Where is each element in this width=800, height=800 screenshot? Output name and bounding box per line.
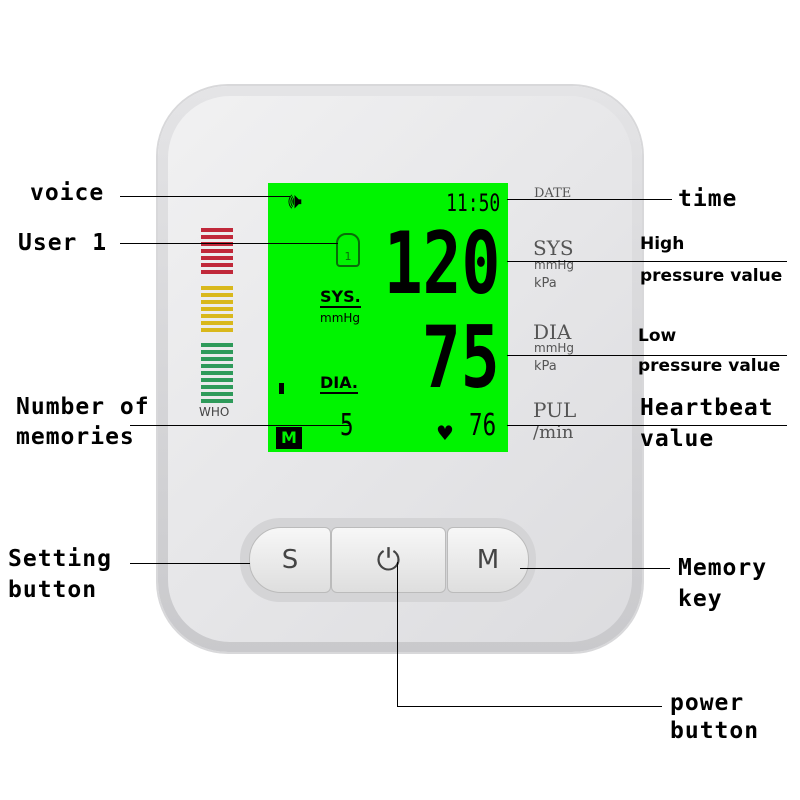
who-bar-yellow [201,328,233,332]
memory-count: 5 [340,408,354,443]
who-bar-green [201,378,233,382]
heartbeat-line [507,425,787,426]
who-bar-green [201,343,233,347]
setting-line [130,563,250,564]
dia-unit-mmhg: mmHg [534,341,575,355]
high-line [507,261,787,262]
memories-line [130,425,350,426]
voice-label: voice [30,180,105,206]
dia-label: DIA. [320,373,358,394]
sys-panel-label: SYS [533,236,574,260]
who-bar-yellow [201,307,233,311]
low-label-1: Low [638,326,677,346]
who-bar-yellow [201,314,233,318]
user-number: 1 [344,250,352,263]
low-line [507,355,787,356]
who-bar-red [201,228,233,232]
who-bar-green [201,357,233,361]
who-bar-green [201,364,233,368]
sys-unit-kpa: kPa [534,276,557,291]
who-bar-yellow [201,300,233,304]
lcd-screen: 🕪 11:50 1 120 SYS. mmHg 75 DIA. M 5 ♥ 76 [268,183,508,452]
user-icon: 1 [336,233,360,267]
pul-unit: /min [533,422,574,443]
heartbeat-label-2: value [640,426,715,452]
memory-line [520,568,670,569]
power-line [397,706,662,707]
battery-indicator [279,383,284,394]
user-label: User 1 [18,230,108,256]
low-label-2: pressure value [638,356,781,376]
memory-label-2: key [678,586,723,612]
who-bar-green [201,392,233,396]
who-bar-red [201,249,233,253]
who-bar-green [201,399,233,403]
speaker-icon: 🕪 [288,189,302,214]
who-bar-red [201,270,233,274]
power-label-1: power [670,690,745,716]
high-label-1: High [640,234,685,254]
diastolic-value: 75 [422,308,500,408]
sys-unit: mmHg [320,311,361,325]
setting-button[interactable]: S [249,527,331,593]
who-label: WHO [199,405,230,419]
heartbeat-label-1: Heartbeat [640,395,774,421]
time-label: time [678,186,738,212]
setting-label-1: Setting [8,546,112,572]
memory-button[interactable]: M [447,527,529,593]
who-bar-red [201,242,233,246]
power-vline [397,562,398,706]
who-bar-green [201,350,233,354]
setting-label-2: button [8,577,98,603]
who-bar-red [201,235,233,239]
sys-label: SYS. [320,287,361,308]
high-label-2: pressure value [640,266,783,286]
memories-label-1: Number of [16,394,150,420]
time-line [507,199,672,200]
time-display: 11:50 [445,189,500,217]
power-button[interactable]: ⏻ [331,527,446,593]
pul-panel-label: PUL [533,398,577,422]
memory-badge: M [276,427,302,449]
who-bar-yellow [201,321,233,325]
power-icon: ⏻ [376,542,401,578]
pulse-value: 76 [468,408,496,443]
dia-panel-label: DIA [533,320,572,344]
who-bar-red [201,256,233,260]
who-bar-red [201,263,233,267]
who-bar-green [201,385,233,389]
user-line [120,243,338,244]
power-label-2: button [670,718,760,744]
dia-unit-kpa: kPa [534,359,557,374]
voice-line [120,196,290,197]
memory-label-1: Memory [678,555,768,581]
who-bar-green [201,371,233,375]
memories-label-2: memories [16,424,135,450]
who-bar-yellow [201,293,233,297]
who-bar-yellow [201,286,233,290]
systolic-value: 120 [383,214,500,314]
heart-icon: ♥ [436,421,454,445]
date-label: DATE [534,186,572,201]
